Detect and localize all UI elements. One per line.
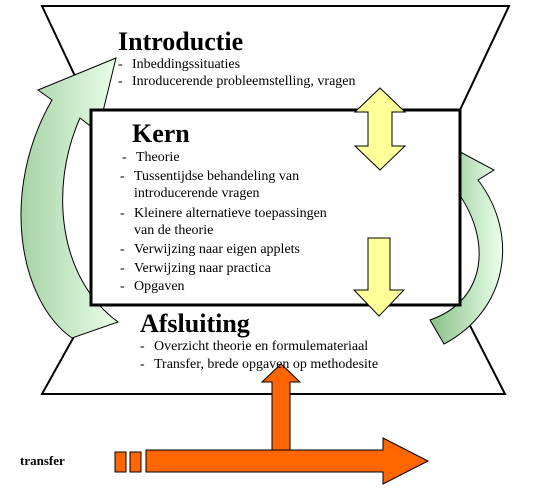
kern-box <box>89 108 462 307</box>
transfer-square-2 <box>129 451 142 473</box>
afsluiting-item-1: -Overzicht theorie en formulemateriaal <box>140 339 369 354</box>
kern-item-3: -Kleinere alternatieve toepassingen <box>120 206 327 221</box>
transfer-arrow-orange <box>145 437 430 485</box>
introductie-title: Introductie <box>118 27 244 56</box>
kern-item-5: -Verwijzing naar practica <box>120 261 271 276</box>
introductie-item-1: -Inbeddingssituaties <box>118 57 241 72</box>
double-arrow-yellow <box>353 87 407 171</box>
up-arrow-orange <box>260 363 302 461</box>
kern-item-2: -Tussentijdse behandeling van <box>120 169 300 184</box>
kern-title: Kern <box>132 119 190 148</box>
transfer-label: transfer <box>20 453 65 468</box>
afsluiting-item-2: -Transfer, brede opgaven op methodesite <box>140 357 379 372</box>
introductie-item-2: -Inroducerende probleemstelling, vragen <box>118 74 356 89</box>
kern-item-2-cont: introducerende vragen <box>134 186 260 201</box>
down-arrow-yellow <box>352 237 406 317</box>
kern-item-4: -Verwijzing naar eigen applets <box>120 242 300 257</box>
kern-item-1: -Theorie <box>122 150 180 165</box>
transfer-square-1 <box>114 451 127 473</box>
kern-item-3-cont: van de theorie <box>134 223 214 238</box>
afsluiting-title: Afsluiting <box>140 309 250 338</box>
kern-item-6: -Opgaven <box>120 279 185 294</box>
